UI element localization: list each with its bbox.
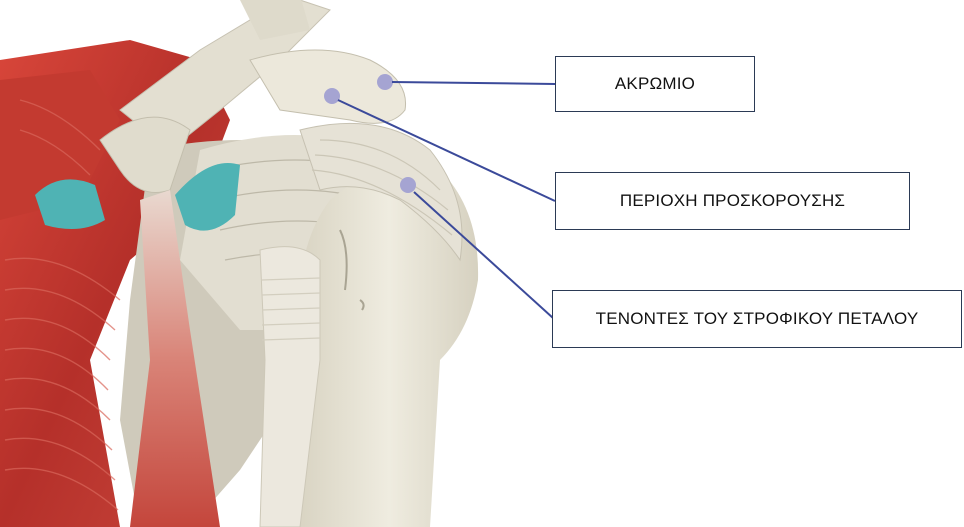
impingement-marker xyxy=(324,88,340,104)
acromion-marker xyxy=(377,74,393,90)
impingement-area-label: ΠΕΡΙΟΧΗ ΠΡΟΣΚΟΡΟΥΣΗΣ xyxy=(555,172,910,230)
acromion-label: ΑΚΡΩΜΙΟ xyxy=(555,56,755,112)
tendon-marker xyxy=(400,177,416,193)
acromion-leader-line xyxy=(392,82,555,84)
cartilage-left xyxy=(35,179,105,229)
rotator-cuff-tendons-label: ΤΕΝΟΝΤΕΣ ΤΟΥ ΣΤΡΟΦΙΚΟΥ ΠΕΤΑΛΟΥ xyxy=(552,290,962,348)
